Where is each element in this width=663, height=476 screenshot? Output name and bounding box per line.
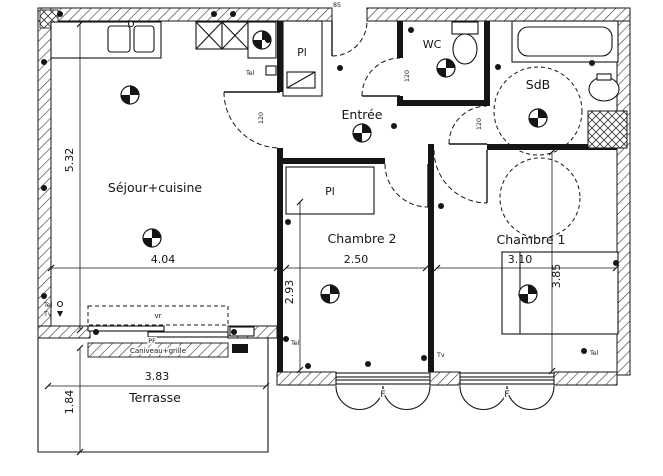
turning-circles: [493, 66, 583, 239]
window-label-2: F: [504, 390, 509, 400]
chambre2-closet: [285, 166, 375, 215]
sink-bowl-icon: [133, 25, 155, 53]
dim-sejour-width: 4.04: [151, 253, 176, 266]
door-width-label: 120: [404, 70, 411, 82]
tel-label: Tel: [589, 350, 599, 357]
interior-walls: [277, 21, 617, 372]
exterior-walls: [37, 7, 631, 386]
french-door-label: PF: [148, 338, 156, 345]
room-label-chambre2: Chambre 2: [328, 231, 397, 246]
dim-terrasse-height: 1.84: [63, 390, 76, 415]
tv-symbol: [57, 311, 63, 317]
dim-entry-width: 85: [333, 2, 341, 9]
washbasin-icon: [588, 76, 620, 102]
terrace-outline: [37, 338, 269, 453]
room-label-sejour: Séjour+cuisine: [108, 180, 202, 195]
dim-chambre1-height: 3.85: [550, 264, 563, 289]
sink-bowl-icon: [107, 25, 131, 53]
faucet-icon: [127, 20, 135, 28]
kitchen-fixtures: [50, 20, 277, 59]
tv-symbol: [428, 351, 434, 357]
roller-shutter-label: vr: [154, 312, 161, 320]
dimension-lines: [44, 20, 620, 456]
room-label-placard-chambre2: Pl: [325, 185, 335, 198]
tv-label: Tv: [43, 311, 52, 318]
doors: [223, 20, 488, 208]
tel-label: Tel: [245, 70, 255, 77]
intercom-icon: [265, 65, 277, 76]
room-label-entree: Entrée: [342, 107, 383, 122]
tv-label: Tv: [436, 352, 445, 359]
entry-closet: [265, 20, 323, 97]
socket-dots: [41, 11, 619, 369]
dim-chambre2-height: 2.93: [283, 280, 296, 305]
tel-symbol: [56, 300, 64, 308]
drain-box: [232, 344, 248, 353]
dim-sejour-height: 5.32: [63, 148, 76, 173]
tel-label: Tel: [43, 302, 53, 309]
roller-shutter-box: [87, 305, 229, 326]
caniveau-label: Caniveau+grille: [130, 347, 186, 355]
bathroom-fixtures: [511, 20, 628, 149]
room-label-wc: WC: [423, 38, 442, 51]
windows: [87, 305, 555, 410]
threshold: [229, 326, 255, 337]
room-label-placard-entree: Pl: [297, 46, 307, 59]
dim-chambre1-width: 3.10: [508, 253, 533, 266]
room-label-sdb: SdB: [526, 77, 550, 92]
room-label-terrasse: Terrasse: [128, 390, 181, 405]
window-label-1: F: [380, 390, 385, 400]
sliding-door-pane: [147, 331, 229, 338]
caniveau-grille: [87, 342, 229, 358]
door-width-label: 120: [258, 112, 265, 124]
toilet-icon: [451, 21, 479, 65]
dim-terrasse-width: 3.83: [145, 370, 170, 383]
tel-label: Tel: [290, 340, 300, 347]
dim-chambre2-width: 2.50: [344, 253, 369, 266]
shower-icon: [587, 110, 628, 149]
room-label-chambre1: Chambre 1: [497, 232, 566, 247]
sliding-door-pane: [87, 325, 165, 332]
door-width-label: 120: [476, 118, 483, 130]
